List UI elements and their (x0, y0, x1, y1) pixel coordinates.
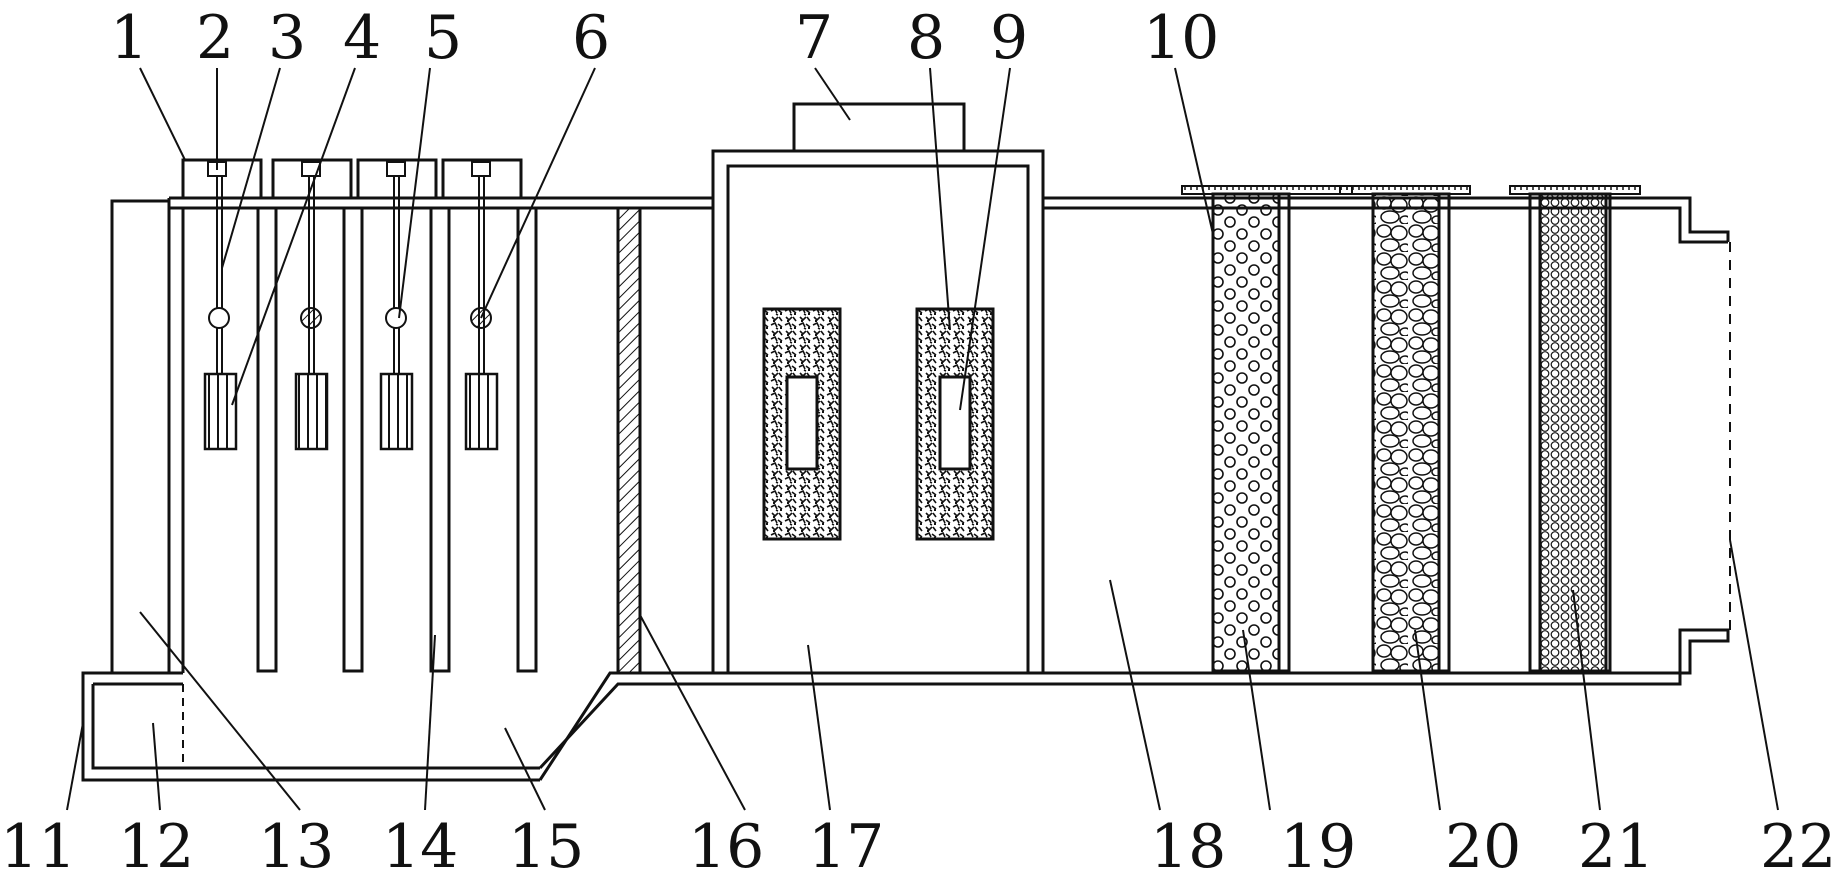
label-7: 7 (795, 3, 833, 73)
part-numbers: 1 2 3 4 5 6 7 8 9 10 11 12 13 14 15 16 1… (0, 3, 1836, 881)
label-11: 11 (0, 812, 76, 881)
label-13: 13 (258, 812, 334, 881)
label-22: 22 (1760, 812, 1836, 881)
motor-caps (181, 158, 523, 200)
label-1: 1 (110, 3, 148, 73)
label-9: 9 (990, 3, 1028, 73)
label-8: 8 (907, 3, 945, 73)
label-5: 5 (424, 3, 462, 73)
label-17: 17 (808, 812, 884, 881)
label-10: 10 (1143, 3, 1219, 73)
label-16: 16 (688, 812, 764, 881)
label-20: 20 (1445, 812, 1521, 881)
label-15: 15 (508, 812, 584, 881)
stirrers (203, 176, 499, 451)
leader-lines (66, 67, 1779, 811)
label-12: 12 (118, 812, 194, 881)
label-19: 19 (1280, 812, 1356, 881)
right-chamber (1040, 185, 1731, 686)
label-14: 14 (382, 812, 458, 881)
label-6: 6 (572, 3, 610, 73)
label-18: 18 (1150, 812, 1226, 881)
label-21: 21 (1578, 812, 1654, 881)
left-tank (81, 196, 1040, 782)
middle-chamber (711, 102, 1045, 675)
label-4: 4 (343, 3, 381, 73)
label-2: 2 (196, 3, 234, 73)
label-3: 3 (268, 3, 306, 73)
